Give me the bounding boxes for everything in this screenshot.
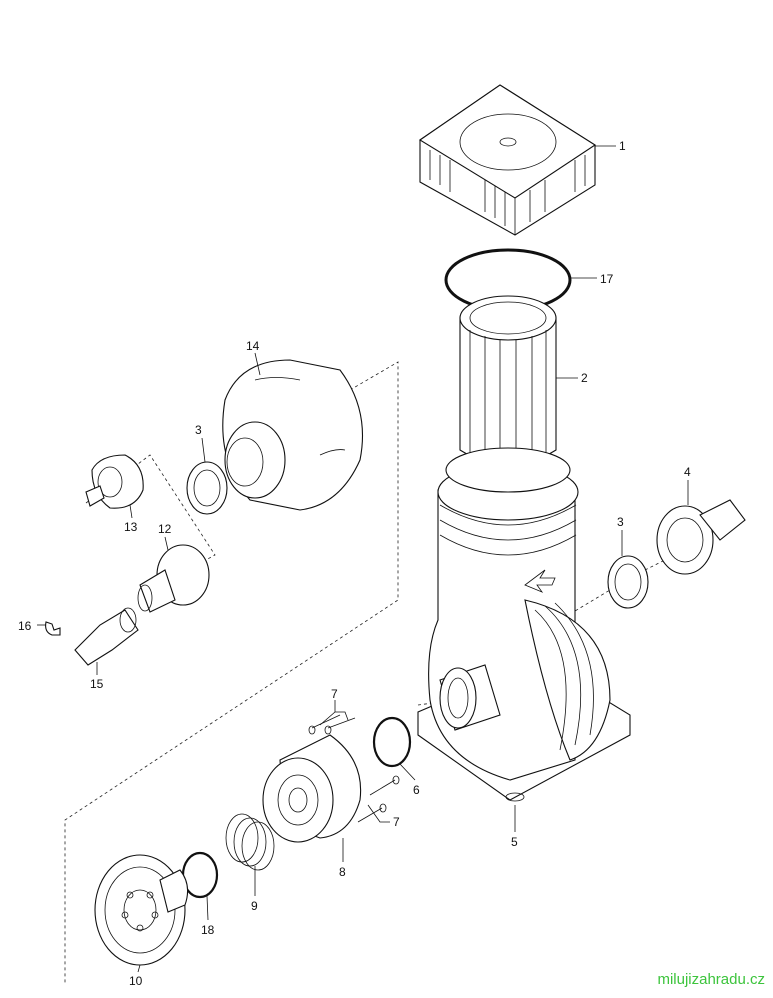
part-impeller-housing xyxy=(262,734,362,843)
label-part-14: 14 xyxy=(246,339,260,353)
label-part-17: 17 xyxy=(600,272,614,286)
part-filter-cage xyxy=(459,295,557,466)
part-hose-connector xyxy=(656,499,746,575)
part-washer-left xyxy=(186,461,228,515)
label-part-6: 6 xyxy=(413,783,420,797)
part-labels: 1 17 2 4 3 5 6 7 7 8 9 18 10 12 13 14 3 … xyxy=(18,139,691,988)
label-part-10: 10 xyxy=(129,974,143,988)
label-part-2: 2 xyxy=(581,371,588,385)
part-lid xyxy=(418,84,597,236)
label-part-3-left: 3 xyxy=(195,423,202,437)
label-part-9: 9 xyxy=(251,899,258,913)
part-o-ring-6 xyxy=(372,716,412,768)
site-watermark: milujizahradu.cz xyxy=(657,971,765,988)
part-front-cover xyxy=(94,854,189,966)
part-screws xyxy=(308,714,400,823)
label-part-4: 4 xyxy=(684,465,691,479)
label-part-1: 1 xyxy=(619,139,626,153)
label-part-13: 13 xyxy=(124,520,138,534)
label-part-18: 18 xyxy=(201,923,215,937)
leader-lines xyxy=(37,145,689,973)
label-part-7-top: 7 xyxy=(331,687,338,701)
part-connector xyxy=(137,544,210,613)
label-part-12: 12 xyxy=(158,522,172,536)
part-clip xyxy=(45,621,61,636)
label-part-8: 8 xyxy=(339,865,346,879)
part-nozzle xyxy=(74,607,139,666)
part-pump-housing xyxy=(417,447,631,802)
part-adapter-cap xyxy=(222,359,363,511)
part-small-connector xyxy=(85,454,144,509)
part-washer-right xyxy=(607,555,649,609)
part-spring xyxy=(225,813,275,871)
label-part-5: 5 xyxy=(511,835,518,849)
label-part-15: 15 xyxy=(90,677,104,691)
label-part-3-right: 3 xyxy=(617,515,624,529)
label-part-7-bottom: 7 xyxy=(393,815,400,829)
label-part-16: 16 xyxy=(18,619,32,633)
